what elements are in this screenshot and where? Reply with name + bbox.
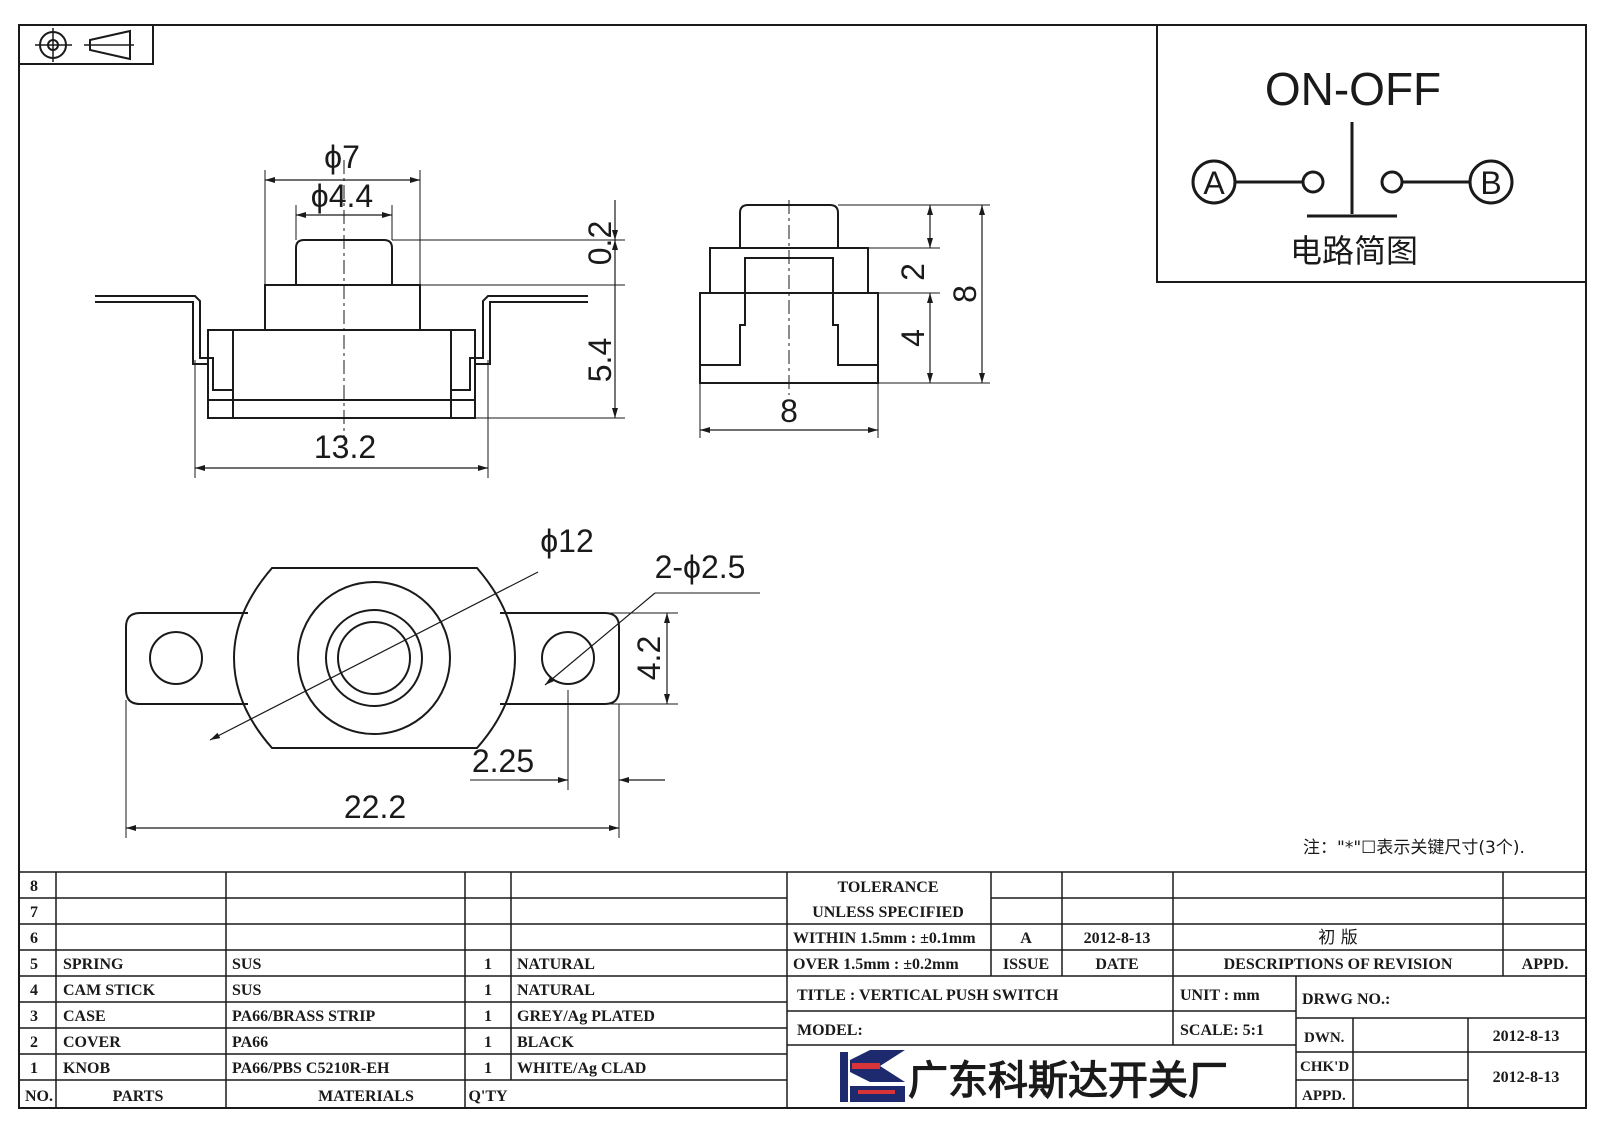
side-total-height: 8 (947, 285, 983, 303)
side-body-height: 4 (895, 329, 931, 347)
terminal-b-label: B (1480, 165, 1501, 201)
tolerance-line1: TOLERANCE (837, 879, 938, 896)
bom-cell-qty: 1 (484, 1034, 492, 1051)
bom-cell-material: PA66/BRASS STRIP (232, 1008, 376, 1025)
bom-cell-material: SUS (232, 956, 261, 973)
bom-cell-no: 7 (30, 904, 38, 921)
bom-cell-qty: 1 (484, 956, 492, 973)
circuit-caption: 电路简图 (1290, 232, 1418, 270)
front-knob-offset: 0.2 (582, 221, 618, 265)
revision-issue: A (1020, 930, 1032, 947)
top-holes: 2-ϕ2.5 (655, 549, 746, 585)
bom-header-qty: Q'TY (468, 1088, 508, 1105)
chkd-label: CHK'D (1300, 1059, 1349, 1075)
bom-cell-material: PA66/PBS C5210R-EH (232, 1060, 390, 1077)
bom-cell-no: 1 (30, 1060, 38, 1077)
sheet-border (18, 24, 1587, 1109)
front-view (95, 160, 625, 478)
bom-cell-qty: 1 (484, 1060, 492, 1077)
drawing-note: 注："*"☐表示关键尺寸(3个). (1303, 838, 1525, 858)
projection-symbol-icon (18, 24, 154, 65)
terminal-b-circle (1468, 159, 1514, 205)
bom-cell-part: CASE (63, 1008, 106, 1025)
bom-cell-no: 2 (30, 1034, 38, 1051)
bom-cell-material: SUS (232, 982, 261, 999)
terminal-a-label: A (1203, 165, 1225, 201)
revision-description: 初 版 (1318, 928, 1357, 948)
bom-cell-part: KNOB (63, 1060, 110, 1077)
tolerance-line3: WITHIN 1.5mm : ±0.1mm (793, 930, 976, 947)
bom-cell-finish: WHITE/Ag CLAD (517, 1060, 646, 1077)
title-block-grid (19, 871, 1586, 1108)
revision-hdr-desc: DESCRIPTIONS OF REVISION (1224, 956, 1453, 973)
front-dia-inner: ϕ4.4 (311, 178, 373, 214)
revision-hdr-issue: ISSUE (1003, 956, 1049, 973)
top-ear-height: 4.2 (631, 636, 667, 680)
bom-header-materials: MATERIALS (318, 1088, 414, 1105)
bom-cell-part: CAM STICK (63, 982, 156, 999)
model-label: MODEL: (797, 1022, 863, 1039)
appd-label: APPD. (1302, 1088, 1346, 1104)
bom-cell-finish: NATURAL (517, 956, 595, 973)
side-view (699, 200, 990, 438)
ksd-logo-icon (840, 1050, 905, 1102)
bom-cell-no: 5 (30, 956, 38, 973)
bom-cell-no: 3 (30, 1008, 38, 1025)
bom-cell-no: 4 (30, 982, 38, 999)
bom-cell-no: 6 (30, 930, 38, 947)
tolerance-line4: OVER 1.5mm : ±0.2mm (793, 956, 959, 973)
revision-hdr-appd: APPD. (1522, 956, 1569, 973)
top-dia-body: ϕ12 (540, 523, 594, 559)
bom-cell-material: PA66 (232, 1034, 268, 1051)
top-hole-offset: 2.25 (472, 743, 534, 779)
side-width: 8 (780, 393, 798, 429)
company-name: 广东科斯达开关厂 (908, 1058, 1228, 1104)
chkd-date: 2012-8-13 (1493, 1069, 1560, 1086)
circuit-title: ON-OFF (1265, 63, 1441, 115)
revision-hdr-date: DATE (1095, 956, 1138, 973)
bom-cell-finish: BLACK (517, 1034, 574, 1051)
bom-cell-finish: NATURAL (517, 982, 595, 999)
bom-cell-qty: 1 (484, 1008, 492, 1025)
bom-cell-no: 8 (30, 878, 38, 895)
bom-header-no: NO. (25, 1088, 53, 1105)
unit-label: UNIT : mm (1180, 987, 1260, 1004)
bom-cell-part: SPRING (63, 956, 124, 973)
top-overall-length: 22.2 (344, 789, 406, 825)
bom-header-parts: PARTS (113, 1088, 164, 1105)
drawing-title: TITLE : VERTICAL PUSH SWITCH (797, 987, 1059, 1004)
bom-cell-qty: 1 (484, 982, 492, 999)
front-overall-width: 13.2 (314, 429, 376, 465)
revision-date: 2012-8-13 (1084, 930, 1151, 947)
top-view (125, 567, 760, 838)
dwn-date: 2012-8-13 (1493, 1028, 1560, 1045)
front-body-height: 5.4 (582, 338, 618, 382)
front-dia-outer: ϕ7 (324, 139, 360, 175)
bom-cell-part: COVER (63, 1034, 121, 1051)
drwg-no-label: DRWG NO.: (1302, 991, 1390, 1008)
tolerance-line2: UNLESS SPECIFIED (812, 904, 964, 921)
dwn-label: DWN. (1304, 1030, 1345, 1046)
scale-label: SCALE: 5:1 (1180, 1022, 1264, 1039)
side-knob-height: 2 (895, 263, 931, 281)
bom-cell-finish: GREY/Ag PLATED (517, 1008, 655, 1025)
circuit-diagram: ON-OFF A B 电路简图 (1156, 24, 1587, 283)
